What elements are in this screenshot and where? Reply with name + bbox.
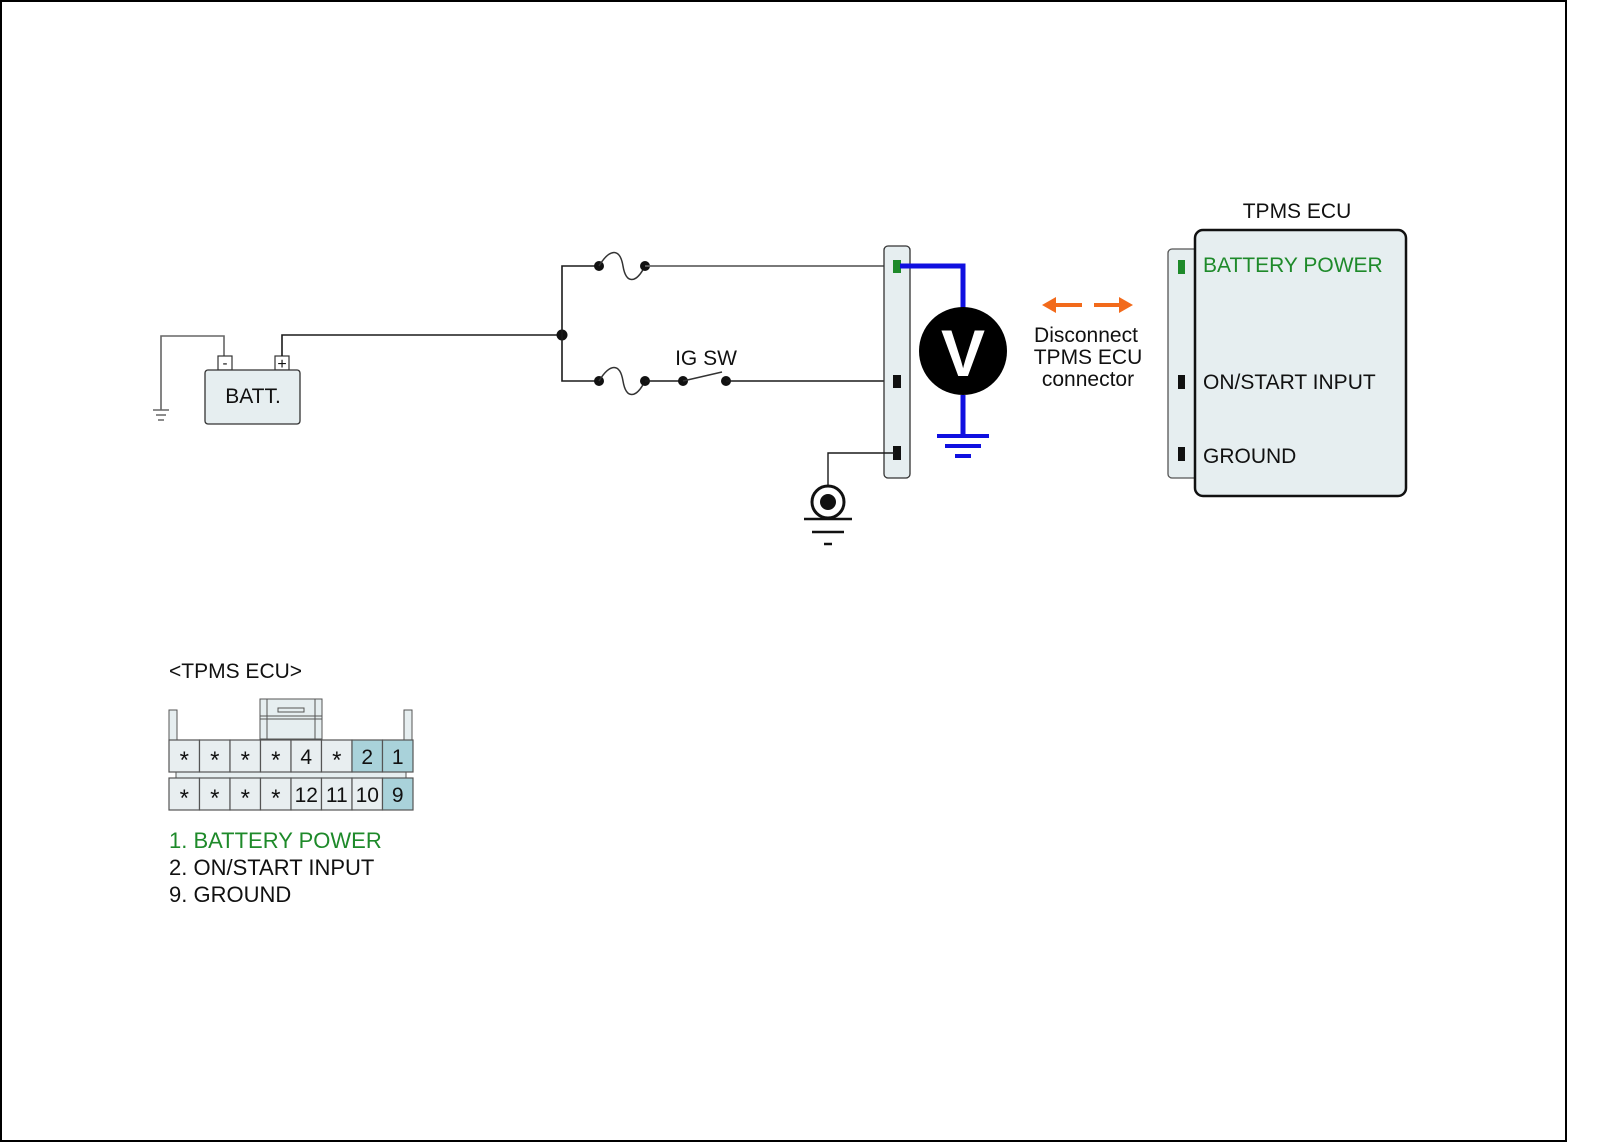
connector-pin-cell xyxy=(229,777,262,811)
connector-pin-cell xyxy=(229,739,262,773)
ecu-pin-label-ground: GROUND xyxy=(1203,445,1296,468)
connector-pin-cell xyxy=(168,777,201,811)
connector-pin-unused: * xyxy=(210,747,219,774)
connector-view-title: <TPMS ECU> xyxy=(169,660,302,683)
ecu-pin-label-on-start: ON/START INPUT xyxy=(1203,371,1376,394)
connector-pin-number: 4 xyxy=(300,746,312,769)
connector-pin-cell xyxy=(290,739,323,773)
ecu-pin-ground xyxy=(1178,447,1185,461)
voltmeter-ground-icon xyxy=(937,434,989,458)
pin-legend-item-2: 2. ON/START INPUT xyxy=(169,855,374,880)
connector-pin-unused: * xyxy=(271,785,280,812)
connector-pin-cell xyxy=(381,739,414,773)
disconnect-arrows-icon xyxy=(1042,297,1133,313)
battery-body xyxy=(204,369,301,425)
connector-pin-number: 10 xyxy=(356,784,379,807)
connector-pin-number: 1 xyxy=(392,746,404,769)
voltmeter-icon xyxy=(919,307,1007,395)
battery-ground-symbol-icon xyxy=(153,409,169,421)
ecu-title: TPMS ECU xyxy=(1243,200,1352,223)
harness-connector xyxy=(883,245,911,479)
voltmeter-symbol: V xyxy=(941,316,985,390)
connector-pin-unused: * xyxy=(241,785,250,812)
connector-pin-unused: * xyxy=(271,747,280,774)
voltmeter: V xyxy=(919,307,1007,395)
connector-pin-unused: * xyxy=(180,747,189,774)
ecu-pin-on-start xyxy=(1178,375,1185,389)
connector-pin-cell xyxy=(259,777,292,811)
harness-pin-on-start xyxy=(893,375,901,388)
connector-pin-number: 9 xyxy=(392,784,404,807)
chassis-ground-icon xyxy=(804,484,852,546)
connector-pin-number: 2 xyxy=(361,746,373,769)
disconnect-note-line-1: Disconnect xyxy=(1034,324,1138,347)
pin-legend-item-1: 1. BATTERY POWER xyxy=(169,828,382,853)
voltmeter-positive-lead xyxy=(900,263,966,316)
battery-negative-symbol: - xyxy=(223,355,228,372)
connector-pin-unused: * xyxy=(332,747,341,774)
connector-pin-cell xyxy=(290,777,323,811)
battery-positive-symbol: + xyxy=(277,356,286,373)
ground-wire xyxy=(827,452,895,487)
connector-pin-unused: * xyxy=(180,785,189,812)
connector-pin-cell xyxy=(198,739,231,773)
disconnect-note-line-3: connector xyxy=(1042,368,1134,391)
connector-lock-tab-icon xyxy=(259,698,323,740)
page-border xyxy=(0,0,1567,1142)
ignition-switch-label: IG SW xyxy=(675,347,737,370)
connector-pin-unused: * xyxy=(210,785,219,812)
connector-pin-unused: * xyxy=(241,747,250,774)
battery: - + BATT. xyxy=(153,335,301,425)
connector-pin-number: 11 xyxy=(326,784,348,807)
ecu-pin-battery-power xyxy=(1178,260,1185,274)
connector-pin-cell xyxy=(320,739,353,773)
disconnect-note-line-2: TPMS ECU xyxy=(1034,346,1143,369)
battery-label: BATT. xyxy=(225,385,281,408)
ecu-pin-label-battery-power: BATTERY POWER xyxy=(1203,254,1383,277)
harness-pin-battery-power xyxy=(893,260,901,273)
connector-pin-number: 12 xyxy=(295,784,318,807)
ecu-body xyxy=(1193,228,1408,498)
connector-pin-cell xyxy=(381,777,414,811)
pin-legend-item-3: 9. GROUND xyxy=(169,882,291,907)
branch-wire-top xyxy=(561,265,599,335)
branch-wire-bottom xyxy=(561,335,599,382)
connector-pin-cell xyxy=(259,739,292,773)
battery-positive-wire xyxy=(281,334,562,356)
battery-ground-wire xyxy=(160,335,225,410)
harness-pin-ground xyxy=(893,446,901,460)
